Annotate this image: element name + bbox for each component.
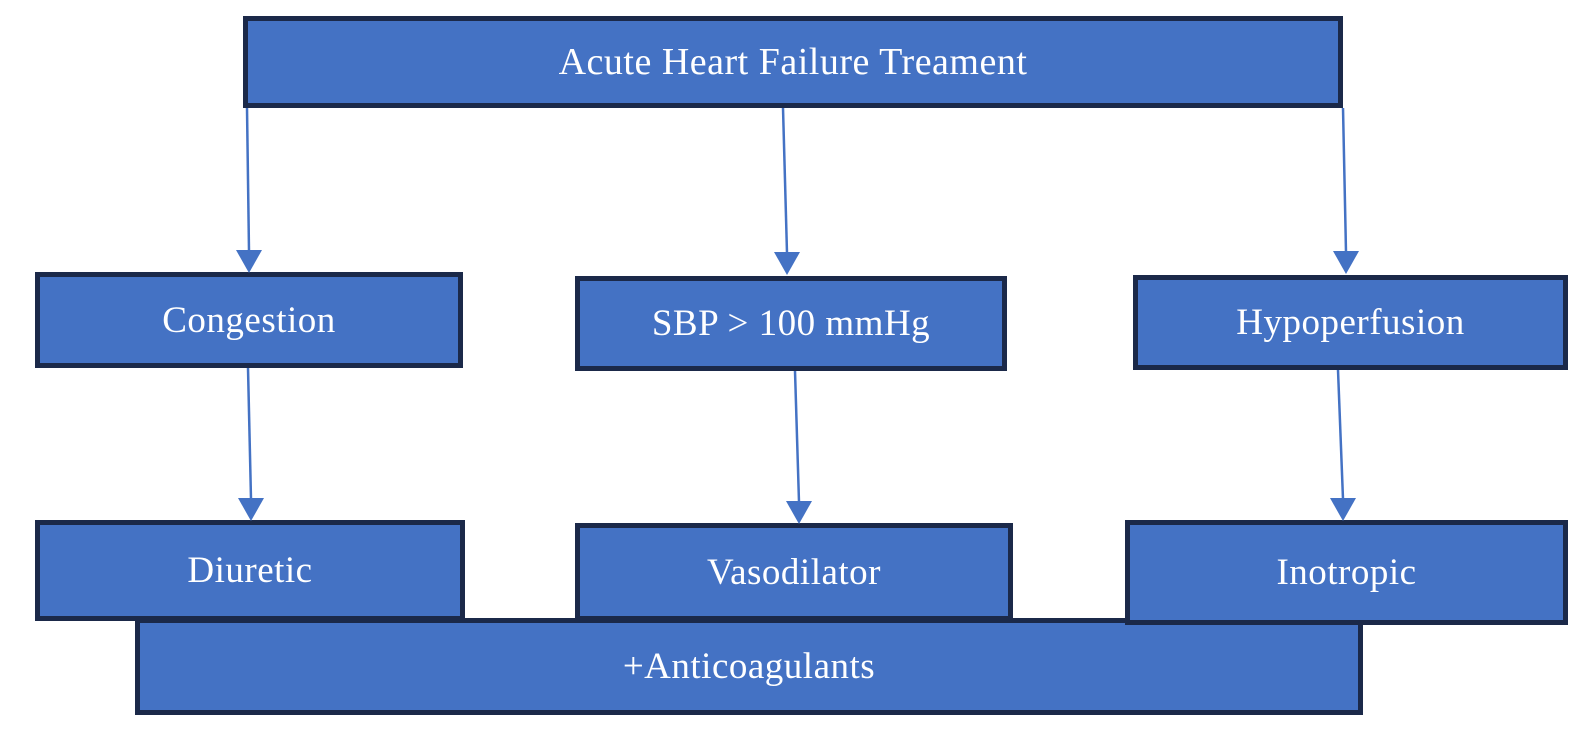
- node-inotropic: Inotropic: [1125, 520, 1568, 625]
- node-sbp-label: SBP > 100 mmHg: [651, 303, 931, 344]
- arrow-root-to-hypoperfusion-icon: [1333, 107, 1359, 274]
- arrow-root-to-sbp-icon: [774, 107, 800, 275]
- node-vasodilator: Vasodilator: [575, 523, 1013, 621]
- node-congestion-label: Congestion: [162, 299, 336, 341]
- node-anticoagulants-label: +Anticoagulants: [622, 646, 876, 687]
- node-congestion: Congestion: [35, 272, 463, 368]
- node-sbp-100-mmhg: SBP > 100 mmHg: [575, 276, 1007, 371]
- arrow-sbp-to-vasodilator-icon: [786, 370, 812, 524]
- node-hypoperfusion-label: Hypoperfusion: [1236, 302, 1465, 343]
- node-acute-heart-failure-treatment: Acute Heart Failure Treament: [243, 16, 1343, 108]
- node-anticoagulants: +Anticoagulants: [135, 618, 1363, 715]
- arrow-congestion-to-diuretic-icon: [238, 367, 264, 521]
- node-diuretic: Diuretic: [35, 520, 465, 621]
- arrow-root-to-congestion-icon: [236, 107, 262, 273]
- node-vasodilator-label: Vasodilator: [706, 551, 882, 593]
- node-hypoperfusion: Hypoperfusion: [1133, 275, 1568, 370]
- node-diuretic-label: Diuretic: [187, 550, 313, 591]
- node-inotropic-label: Inotropic: [1276, 552, 1417, 593]
- arrow-hypoperfusion-to-inotropic-icon: [1330, 369, 1356, 521]
- node-root-label: Acute Heart Failure Treament: [558, 41, 1028, 83]
